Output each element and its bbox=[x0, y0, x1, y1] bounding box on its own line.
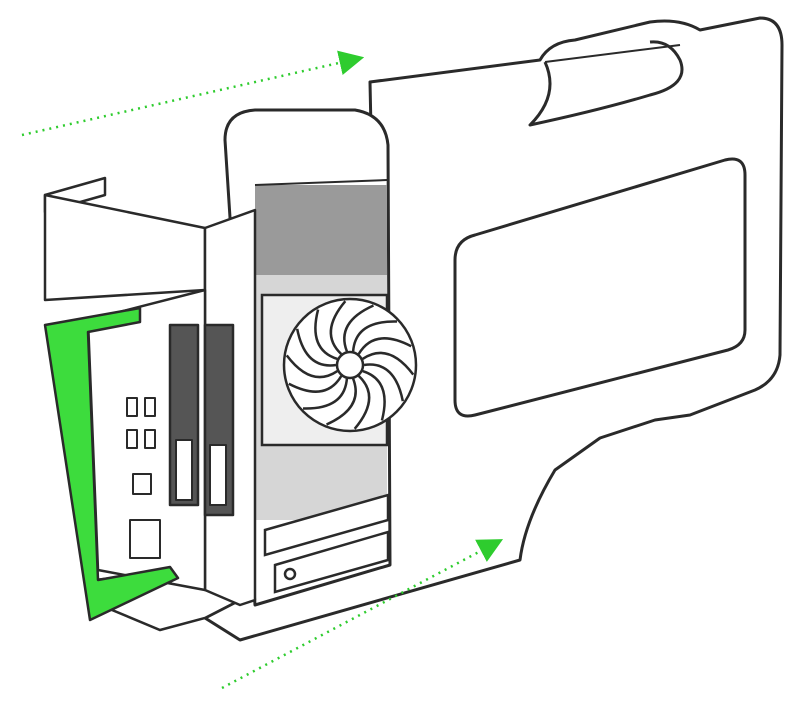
card-bracket-lower bbox=[263, 493, 390, 594]
arrow-icon-bottom bbox=[221, 539, 504, 690]
fan-blade bbox=[326, 378, 357, 426]
tray-handle bbox=[43, 306, 180, 622]
fan-blade bbox=[343, 304, 374, 352]
arrow-icon-top bbox=[21, 50, 365, 137]
fan-blade bbox=[357, 337, 412, 355]
enclosure-body bbox=[203, 16, 784, 642]
fan-blade bbox=[295, 328, 337, 367]
fan-blade bbox=[351, 320, 398, 352]
fan-blade bbox=[361, 351, 415, 376]
fan-blade bbox=[363, 363, 405, 402]
fan-blade bbox=[288, 375, 343, 393]
fan-blade bbox=[285, 354, 339, 379]
fan-blade bbox=[329, 300, 347, 355]
fan-icon bbox=[260, 293, 418, 447]
fan-blade bbox=[302, 378, 349, 410]
fan-blade bbox=[353, 375, 371, 430]
fan-blade bbox=[362, 369, 386, 421]
tray bbox=[43, 176, 257, 607]
fan-blade bbox=[314, 309, 338, 361]
